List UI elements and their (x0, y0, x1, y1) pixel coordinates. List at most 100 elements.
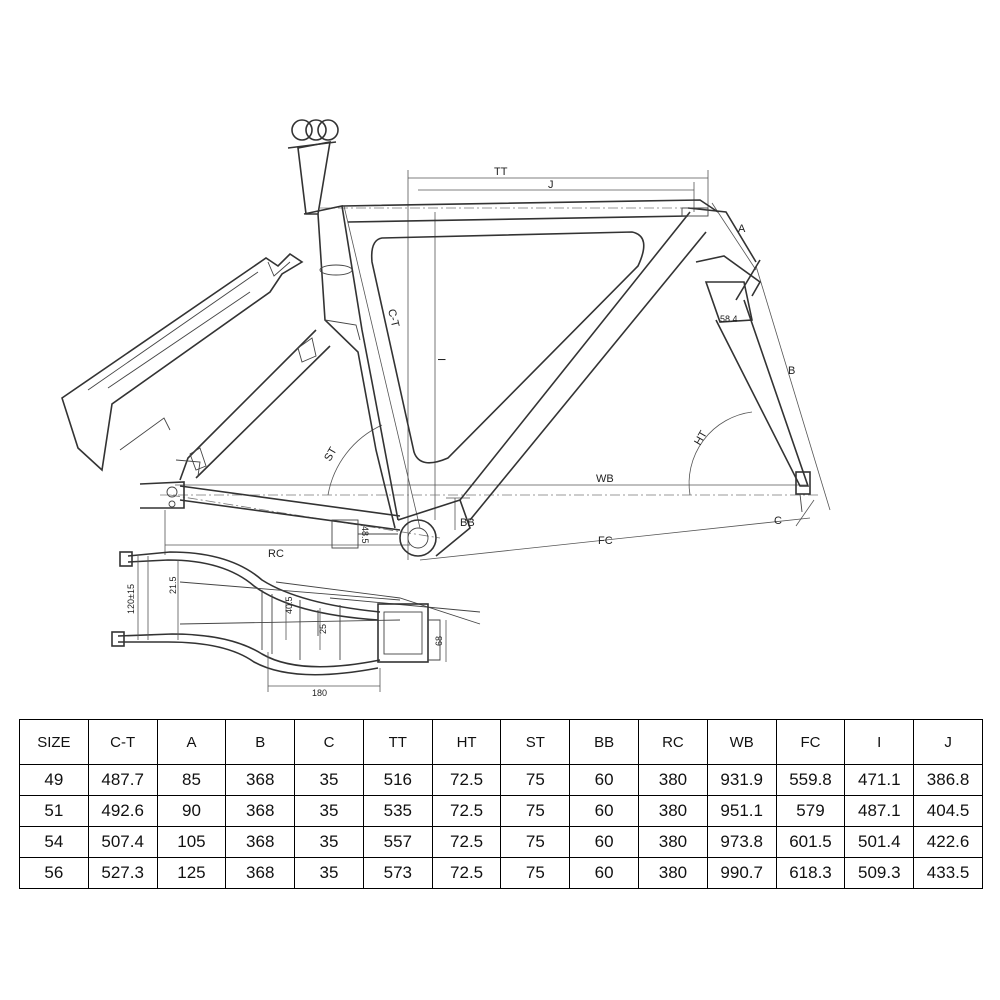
col-header-tt: TT (362, 719, 433, 765)
table-cell: 54 (19, 826, 89, 858)
col-header-rc: RC (638, 719, 708, 765)
table-header-row: SIZE C-T A B C TT HT ST BB RC WB FC I J (19, 719, 983, 765)
label-120-15: 120±15 (126, 584, 136, 614)
label-bb: BB (460, 517, 475, 529)
label-25: 25 (318, 624, 328, 634)
table-cell: 990.7 (706, 857, 777, 889)
label-58-4: 58.4 (720, 314, 738, 324)
col-header-st: ST (500, 719, 571, 765)
col-header-b: B (225, 719, 296, 765)
label-68: 68 (434, 636, 444, 646)
table-cell: 35 (294, 795, 364, 827)
dimension-labels: TT J A B I C-T ST HT WB C BB FC RC 58.4 … (126, 166, 795, 698)
table-cell: 507.4 (87, 826, 158, 858)
seatstay-detail (61, 252, 317, 472)
table-cell: 90 (156, 795, 227, 827)
label-i: I (435, 358, 447, 361)
table-cell: 85 (156, 764, 227, 796)
col-header-c-t: C-T (87, 719, 158, 765)
col-header-c: C (294, 719, 364, 765)
table-cell: 51 (19, 795, 89, 827)
label-40-5: 40.5 (284, 596, 294, 614)
col-header-fc: FC (775, 719, 846, 765)
table-cell: 380 (638, 857, 708, 889)
label-fc: FC (598, 535, 613, 547)
table-cell: 75 (500, 764, 571, 796)
table-row: 51 492.6 90 368 35 535 72.5 75 60 380 95… (19, 795, 983, 827)
table-cell: 35 (294, 826, 364, 858)
table-cell: 579 (775, 795, 846, 827)
label-ct: C-T (385, 308, 401, 329)
label-48-5: 48.5 (360, 526, 370, 544)
table-cell: 75 (500, 826, 571, 858)
geometry-table-container: SIZE C-T A B C TT HT ST BB RC WB FC I J … (19, 719, 983, 889)
table-cell: 380 (638, 764, 708, 796)
dimension-lines (160, 170, 831, 561)
table-cell: 60 (569, 795, 640, 827)
table-row: 56 527.3 125 368 35 573 72.5 75 60 380 9… (19, 857, 983, 889)
table-cell: 487.7 (87, 764, 158, 796)
frame-geometry-drawing: TT J A B I C-T ST HT WB C BB FC RC 58.4 … (61, 119, 831, 698)
table-cell: 433.5 (913, 857, 983, 889)
label-wb: WB (596, 473, 614, 485)
label-ht: HT (692, 429, 710, 448)
table-cell: 557 (362, 826, 433, 858)
table-cell: 56 (19, 857, 89, 889)
col-header-wb: WB (706, 719, 777, 765)
table-cell: 487.1 (844, 795, 915, 827)
table-cell: 75 (500, 857, 571, 889)
table-cell: 105 (156, 826, 227, 858)
table-cell: 72.5 (431, 826, 502, 858)
col-header-size: SIZE (19, 719, 89, 765)
label-tt: TT (494, 166, 508, 178)
table-cell: 368 (225, 795, 296, 827)
col-header-bb: BB (569, 719, 640, 765)
table-cell: 386.8 (913, 764, 983, 796)
table-cell: 471.1 (844, 764, 915, 796)
label-j: J (548, 179, 554, 191)
label-a: A (738, 223, 746, 235)
label-st: ST (322, 445, 340, 463)
label-c: C (774, 515, 782, 527)
table-cell: 559.8 (775, 764, 846, 796)
table-cell: 380 (638, 826, 708, 858)
table-cell: 60 (569, 857, 640, 889)
table-cell: 72.5 (431, 857, 502, 889)
table-cell: 422.6 (913, 826, 983, 858)
table-cell: 72.5 (431, 764, 502, 796)
table-cell: 931.9 (706, 764, 777, 796)
table-cell: 492.6 (87, 795, 158, 827)
table-cell: 618.3 (775, 857, 846, 889)
table-cell: 72.5 (431, 795, 502, 827)
table-cell: 501.4 (844, 826, 915, 858)
table-cell: 368 (225, 764, 296, 796)
table-cell: 60 (569, 826, 640, 858)
label-180: 180 (312, 688, 327, 698)
col-header-ht: HT (431, 719, 502, 765)
table-cell: 951.1 (706, 795, 777, 827)
table-cell: 368 (225, 857, 296, 889)
table-cell: 49 (19, 764, 89, 796)
table-cell: 60 (569, 764, 640, 796)
table-cell: 35 (294, 764, 364, 796)
table-cell: 35 (294, 857, 364, 889)
table-cell: 535 (362, 795, 433, 827)
label-21-5: 21.5 (168, 576, 178, 594)
table-cell: 75 (500, 795, 571, 827)
table-row: 54 507.4 105 368 35 557 72.5 75 60 380 9… (19, 826, 983, 858)
table-cell: 601.5 (775, 826, 846, 858)
table-cell: 368 (225, 826, 296, 858)
frame-outline (139, 119, 811, 557)
table-cell: 380 (638, 795, 708, 827)
col-header-j: J (913, 719, 983, 765)
table-row: 49 487.7 85 368 35 516 72.5 75 60 380 93… (19, 764, 983, 796)
table-cell: 125 (156, 857, 227, 889)
table-cell: 573 (362, 857, 433, 889)
label-rc: RC (268, 548, 284, 560)
col-header-a: A (156, 719, 227, 765)
table-cell: 509.3 (844, 857, 915, 889)
handlebar-detail (111, 551, 481, 692)
table-cell: 527.3 (87, 857, 158, 889)
table-cell: 404.5 (913, 795, 983, 827)
table-cell: 973.8 (706, 826, 777, 858)
